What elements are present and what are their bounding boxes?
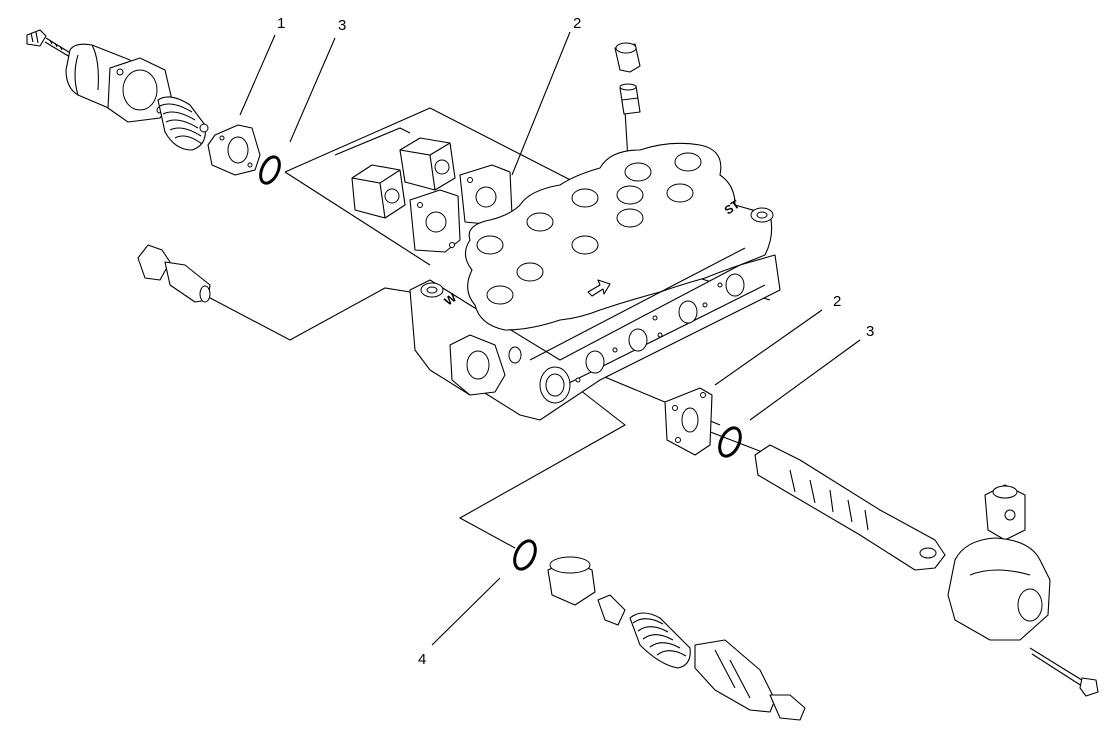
spool	[754, 444, 946, 571]
callout-3-top: 3	[338, 17, 346, 34]
top-plug	[614, 42, 641, 115]
spring-top	[157, 96, 209, 151]
callout-1: 1	[277, 15, 285, 32]
valve-block: W ST	[409, 142, 781, 421]
relief-valve-assembly	[547, 556, 806, 721]
o-ring-4	[513, 539, 537, 571]
callout-2-top: 2	[573, 15, 581, 32]
lever-housing	[947, 484, 1099, 697]
gasket-plate-1	[207, 124, 261, 176]
o-ring-right	[718, 426, 742, 458]
gasket-plate-2	[664, 387, 713, 456]
callout-2-right: 2	[833, 293, 841, 310]
solenoid-assembly-top	[26, 29, 209, 151]
callout-3-right: 3	[866, 323, 874, 340]
left-cartridge-plug	[137, 244, 211, 303]
o-ring-top	[259, 155, 281, 185]
callout-leaders	[239, 31, 861, 646]
cartridge-blocks	[351, 137, 513, 253]
callout-4: 4	[418, 651, 426, 668]
flow-arrow-icon	[587, 279, 611, 297]
